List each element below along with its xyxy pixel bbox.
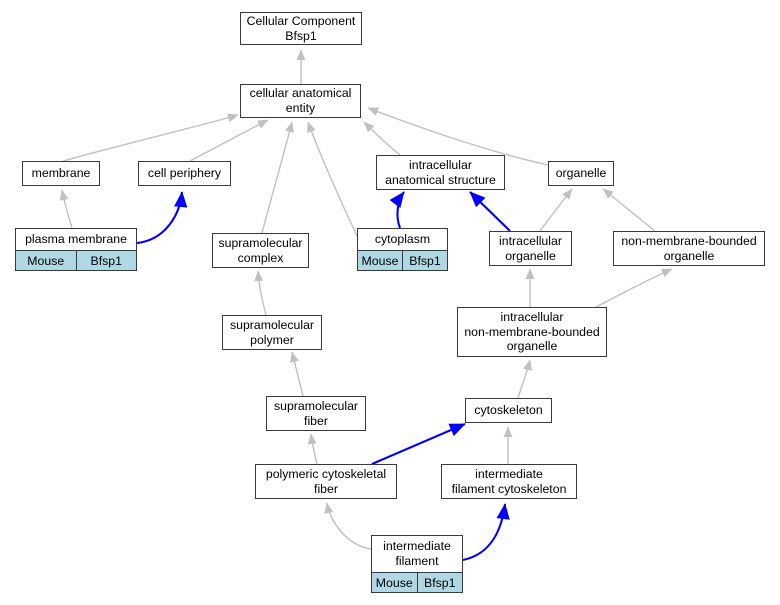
node-cae[interactable]: cellular anatomical entity [240,84,361,118]
node-supramolecular_complex[interactable]: supramolecular complex [212,233,309,268]
edge-plasma_membrane-to-membrane [59,189,73,229]
edge-intracellular_organelle-to-ias [469,191,511,232]
edge-nmb_organelle-to-organelle [602,188,656,232]
edge-supramolecular_fiber-to-supramolecular_polymer [290,351,304,397]
node-inmb_organelle[interactable]: intracellular non-membrane-bounded organ… [457,307,607,357]
node-label-polymeric_cytoskeletal_fiber: polymeric cytoskeletal fiber [256,465,396,498]
node-label-inmb_organelle: intracellular non-membrane-bounded organ… [458,308,606,356]
edge-cell_periphery-to-cae [189,119,269,162]
node-label-supramolecular_fiber: supramolecular fiber [267,397,365,430]
node-supramolecular_polymer[interactable]: supramolecular polymer [222,315,322,350]
edge-cytoskeleton-to-inmb_organelle [517,359,532,399]
node-membrane[interactable]: membrane [22,161,100,186]
node-organelle[interactable]: organelle [548,161,614,186]
node-cytoskeleton[interactable]: cytoskeleton [465,398,552,423]
edge-supramolecular_complex-to-cae [261,121,294,234]
edge-ias-to-cae [363,121,401,156]
node-label-plasma_membrane: plasma membrane [16,229,136,251]
annotation-gene-intermediate_filament[interactable]: Bfsp1 [416,573,462,592]
node-label-supramolecular_polymer: supramolecular polymer [223,316,321,349]
node-cell_periphery[interactable]: cell periphery [138,161,231,186]
edge-supramolecular_polymer-to-supramolecular_complex [254,270,267,316]
annotation-gene-cytoplasm[interactable]: Bfsp1 [402,251,447,270]
annotation-species-intermediate_filament[interactable]: Mouse [372,573,417,592]
node-label-cytoplasm: cytoplasm [358,229,447,251]
node-label-intracellular_organelle: intracellular organelle [490,232,571,265]
node-label-supramolecular_complex: supramolecular complex [213,234,308,267]
edge-polymeric_cytoskeletal_fiber-to-cytoskeleton [371,423,466,465]
edge-cytoplasm-to-cae [307,121,358,237]
annotation-species-plasma_membrane[interactable]: Mouse [16,251,76,270]
edge-intermediate_filament-to-polymeric_cytoskeletal_fiber [324,502,372,550]
node-label-ias: intracellular anatomical structure [377,156,504,189]
node-label-cell_periphery: cell periphery [139,162,230,185]
node-label-intermediate_filament: intermediate filament [372,536,462,573]
node-root[interactable]: Cellular Component Bfsp1 [240,12,362,45]
node-label-membrane: membrane [23,162,99,185]
node-label-nmb_organelle: non-membrane-bounded organelle [614,232,764,265]
node-label-cytoskeleton: cytoskeleton [466,399,551,422]
node-label-if_cytoskeleton: intermediate filament cytoskeleton [442,465,576,498]
edge-intermediate_filament-to-if_cytoskeleton [462,503,510,562]
edge-intracellular_organelle-to-organelle [539,188,573,232]
node-label-organelle: organelle [549,162,613,185]
node-ias[interactable]: intracellular anatomical structure [376,155,505,190]
edge-polymeric_cytoskeletal_fiber-to-supramolecular_fiber [307,433,318,465]
annotation-gene-plasma_membrane[interactable]: Bfsp1 [75,251,136,270]
node-intracellular_organelle[interactable]: intracellular organelle [489,231,572,266]
edge-plasma_membrane-to-cell_periphery [136,191,188,245]
node-polymeric_cytoskeletal_fiber[interactable]: polymeric cytoskeletal fiber [255,464,397,499]
edge-inmb_organelle-to-nmb_organelle [595,268,673,308]
annotation-species-cytoplasm[interactable]: Mouse [358,251,402,270]
node-label-cae: cellular anatomical entity [241,85,360,117]
node-supramolecular_fiber[interactable]: supramolecular fiber [266,396,366,431]
node-label-root: Cellular Component Bfsp1 [241,13,361,44]
node-if_cytoskeleton[interactable]: intermediate filament cytoskeleton [441,464,577,499]
node-nmb_organelle[interactable]: non-membrane-bounded organelle [613,231,765,266]
edge-membrane-to-cae [62,113,239,162]
edge-cytoplasm-to-ias [389,191,405,229]
